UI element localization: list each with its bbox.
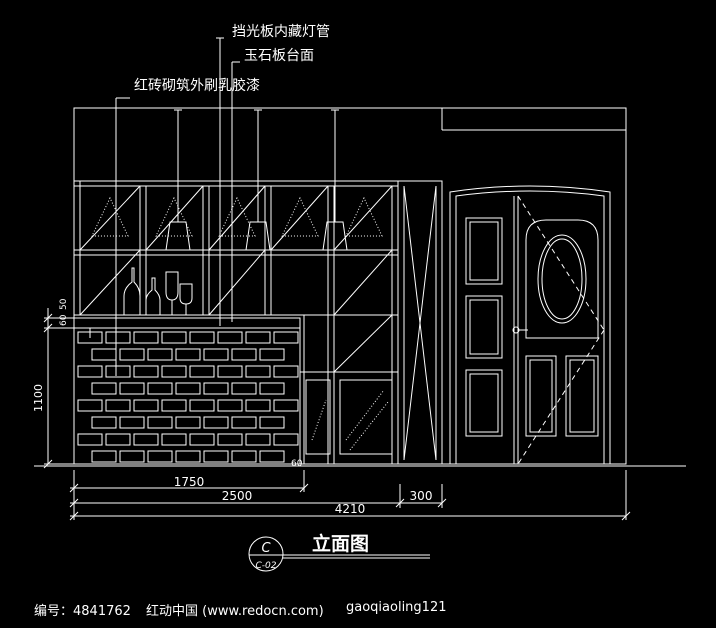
- brick: [91, 416, 117, 429]
- brick: [259, 382, 285, 395]
- door: [449, 185, 611, 465]
- pendant-lights: [165, 109, 348, 251]
- brick: [91, 450, 117, 463]
- brick: [175, 382, 201, 395]
- brick: [231, 382, 257, 395]
- dim-4210: 4210: [335, 502, 366, 516]
- brick: [245, 331, 271, 344]
- bar-counter: [73, 317, 301, 465]
- dim-small-60: 60: [59, 314, 69, 326]
- brick: [231, 416, 257, 429]
- brick: [133, 399, 159, 412]
- brick: [273, 433, 299, 446]
- dim-small-50: 50: [59, 298, 69, 310]
- brick: [259, 450, 285, 463]
- footer-id: 编号：4841762: [34, 604, 131, 619]
- brick: [119, 450, 145, 463]
- brick: [175, 450, 201, 463]
- brick: [189, 399, 215, 412]
- brick: [161, 331, 187, 344]
- brick: [189, 365, 215, 378]
- cabinet-diagonals: [79, 185, 393, 373]
- dim-height-1100: 1100: [32, 384, 45, 412]
- brick: [147, 382, 173, 395]
- brick: [105, 331, 131, 344]
- dim-small-60-floor: 60: [291, 459, 303, 469]
- dim-2500: 2500: [222, 489, 253, 503]
- brick: [245, 399, 271, 412]
- brick: [119, 348, 145, 361]
- brick: [203, 416, 229, 429]
- brick: [147, 450, 173, 463]
- marker-letter: C: [261, 541, 271, 556]
- brick: [119, 382, 145, 395]
- marker-ref: C-02: [256, 561, 277, 571]
- brick: [161, 433, 187, 446]
- brick: [245, 433, 271, 446]
- brick: [203, 382, 229, 395]
- brick: [77, 433, 103, 446]
- brick: [77, 365, 103, 378]
- brick: [189, 331, 215, 344]
- brick: [133, 433, 159, 446]
- brick: [273, 331, 299, 344]
- brick: [133, 331, 159, 344]
- cabinet-verticals: [79, 181, 399, 464]
- brick: [147, 416, 173, 429]
- brick: [217, 365, 243, 378]
- footer-site[interactable]: 红动中国 (www.redocn.com): [146, 604, 324, 619]
- brick: [133, 365, 159, 378]
- brick: [217, 399, 243, 412]
- spotlight-cones: [91, 196, 383, 237]
- footer: 编号：4841762 红动中国 (www.redocn.com) gaoqiao…: [0, 600, 716, 624]
- brick: [231, 348, 257, 361]
- brick: [175, 348, 201, 361]
- brick: [105, 365, 131, 378]
- brick: [231, 450, 257, 463]
- brick: [273, 365, 299, 378]
- brick: [259, 348, 285, 361]
- drawing-title: 立面图: [312, 532, 369, 555]
- annotation-jade-top: 玉石板台面: [244, 48, 314, 64]
- footer-author: gaoqiaoling121: [346, 600, 447, 615]
- brick: [77, 331, 103, 344]
- brick-pattern: [77, 331, 299, 463]
- brick: [203, 348, 229, 361]
- leader-lines: [115, 37, 240, 376]
- brick: [161, 399, 187, 412]
- brick: [175, 416, 201, 429]
- brick: [105, 433, 131, 446]
- section-marker: [248, 536, 430, 572]
- annotation-brick-wall: 红砖砌筑外刷乳胶漆: [134, 77, 260, 94]
- brick: [91, 348, 117, 361]
- lower-glass-doors: [305, 379, 393, 455]
- height-dimension: [43, 308, 74, 469]
- brick: [147, 348, 173, 361]
- brick: [245, 365, 271, 378]
- annotation-light-tube: 挡光板内藏灯管: [232, 24, 330, 40]
- x-panel: [397, 180, 443, 465]
- brick: [105, 399, 131, 412]
- dim-1750: 1750: [174, 475, 205, 489]
- wall-outline: [73, 107, 627, 465]
- dim-300: 300: [410, 489, 433, 503]
- brick: [91, 382, 117, 395]
- bottles-glasses: [123, 267, 193, 316]
- brick: [119, 416, 145, 429]
- brick: [217, 433, 243, 446]
- brick: [259, 416, 285, 429]
- brick: [77, 399, 103, 412]
- brick: [189, 433, 215, 446]
- brick: [217, 331, 243, 344]
- brick: [203, 450, 229, 463]
- brick: [273, 399, 299, 412]
- brick: [161, 365, 187, 378]
- width-dimensions: [69, 470, 631, 521]
